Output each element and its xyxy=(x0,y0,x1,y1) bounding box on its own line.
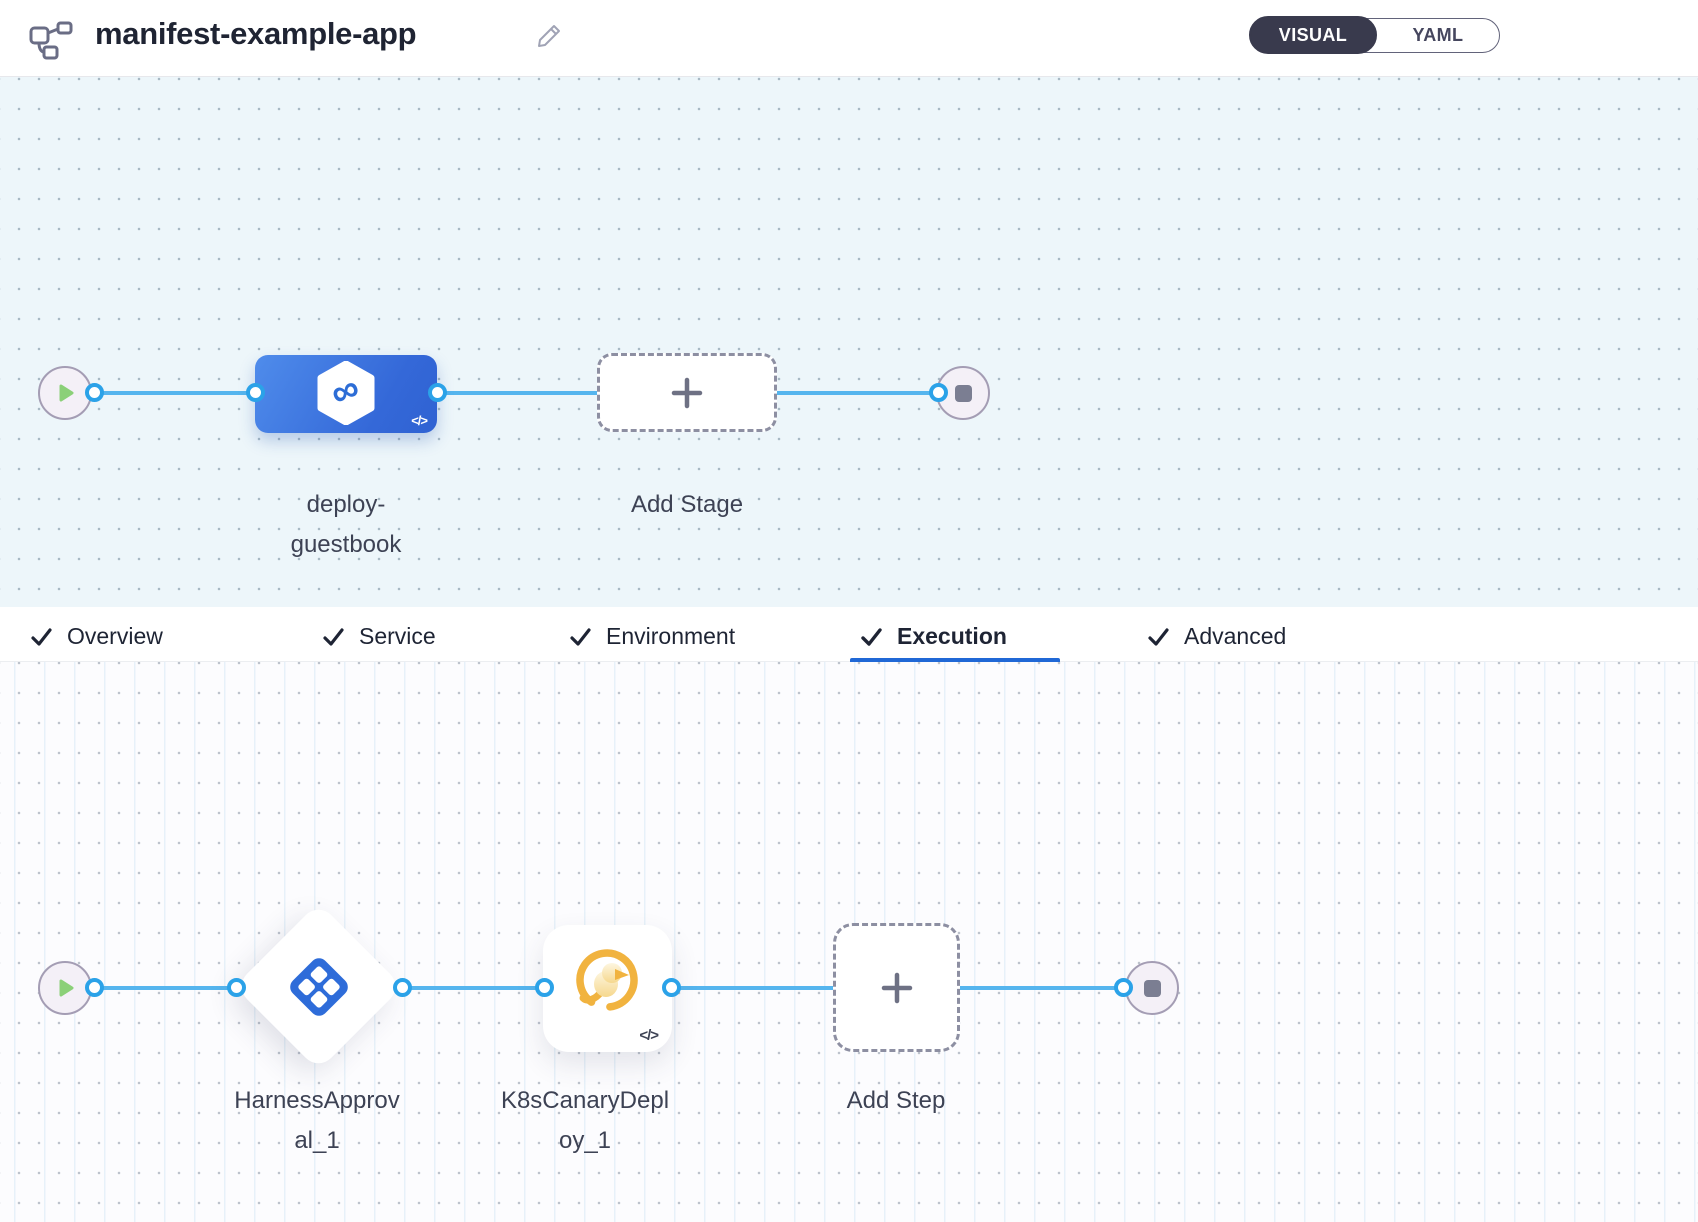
cd-stage-hexagon-icon: ∞ xyxy=(317,361,375,425)
pipeline-graph-icon xyxy=(29,21,73,60)
connector-dot[interactable] xyxy=(535,978,554,997)
check-icon xyxy=(323,627,344,646)
execution-start-node xyxy=(38,961,92,1015)
connector-dot[interactable] xyxy=(393,978,412,997)
toggle-yaml-button[interactable]: YAML xyxy=(1412,25,1464,45)
tab-label: Execution xyxy=(897,622,1007,649)
check-icon xyxy=(861,627,882,646)
play-icon xyxy=(59,979,74,997)
connector-dot[interactable] xyxy=(428,383,447,402)
step-name-label: HarnessApproval_1 xyxy=(234,1087,400,1154)
step-node-harness-approval[interactable] xyxy=(234,902,403,1071)
pipeline-title: manifest-example-app xyxy=(95,16,417,51)
plus-icon xyxy=(671,377,703,408)
add-step-button[interactable] xyxy=(833,923,960,1052)
connector-dot[interactable] xyxy=(85,383,104,402)
connector-dot[interactable] xyxy=(1114,978,1133,997)
tab-execution[interactable]: Execution xyxy=(860,621,1007,651)
add-stage-label: Add Stage xyxy=(630,491,744,518)
tab-service[interactable]: Service xyxy=(322,621,436,651)
play-icon xyxy=(59,384,74,402)
step-node-k8s-canary-deploy[interactable]: </> xyxy=(543,925,672,1052)
execution-end-node xyxy=(1125,961,1179,1015)
toggle-visual-button[interactable]: VISUAL xyxy=(1249,16,1377,54)
tab-label: Service xyxy=(359,622,436,649)
code-badge-icon: </> xyxy=(411,413,428,428)
stage-canvas[interactable]: ∞ </> deploy-guestbook Add Stage xyxy=(0,77,1698,607)
tab-overview[interactable]: Overview xyxy=(30,621,163,651)
add-stage-button[interactable] xyxy=(597,353,777,432)
execution-canvas[interactable]: </> HarnessApproval_1 K8sCanaryDeploy_1 … xyxy=(0,662,1698,1222)
tab-label: Advanced xyxy=(1184,622,1287,649)
plus-icon xyxy=(881,972,912,1003)
check-icon xyxy=(1148,627,1169,646)
tab-label: Environment xyxy=(606,622,736,649)
stage-connector-line xyxy=(94,391,938,395)
canary-bird-icon xyxy=(576,949,638,1011)
connector-dot[interactable] xyxy=(929,383,948,402)
add-step-label: Add Step xyxy=(846,1087,946,1114)
tab-advanced[interactable]: Advanced xyxy=(1147,621,1286,651)
check-icon xyxy=(31,627,52,646)
connector-dot[interactable] xyxy=(662,978,681,997)
tab-environment[interactable]: Environment xyxy=(569,621,735,651)
pipeline-header: manifest-example-app VISUAL YAML xyxy=(0,0,1698,77)
connector-dot[interactable] xyxy=(227,978,246,997)
code-badge-icon: </> xyxy=(639,1027,659,1044)
pipeline-start-node xyxy=(38,366,92,420)
edit-pencil-icon[interactable] xyxy=(533,22,563,52)
stage-node-deploy-guestbook[interactable]: ∞ </> xyxy=(255,355,437,433)
check-icon xyxy=(570,627,591,646)
step-name-label: K8sCanaryDeploy_1 xyxy=(500,1087,670,1154)
stop-icon xyxy=(1143,979,1161,997)
tab-label: Overview xyxy=(67,622,163,649)
connector-dot[interactable] xyxy=(246,383,265,402)
active-tab-underline xyxy=(850,658,1060,662)
stage-name-label: deploy-guestbook xyxy=(290,491,402,558)
stop-icon xyxy=(954,384,972,402)
connector-dot[interactable] xyxy=(85,978,104,997)
stage-config-tabs: Overview Service Environment Execution A… xyxy=(0,607,1698,662)
visual-yaml-toggle: VISUAL YAML xyxy=(1249,16,1500,54)
